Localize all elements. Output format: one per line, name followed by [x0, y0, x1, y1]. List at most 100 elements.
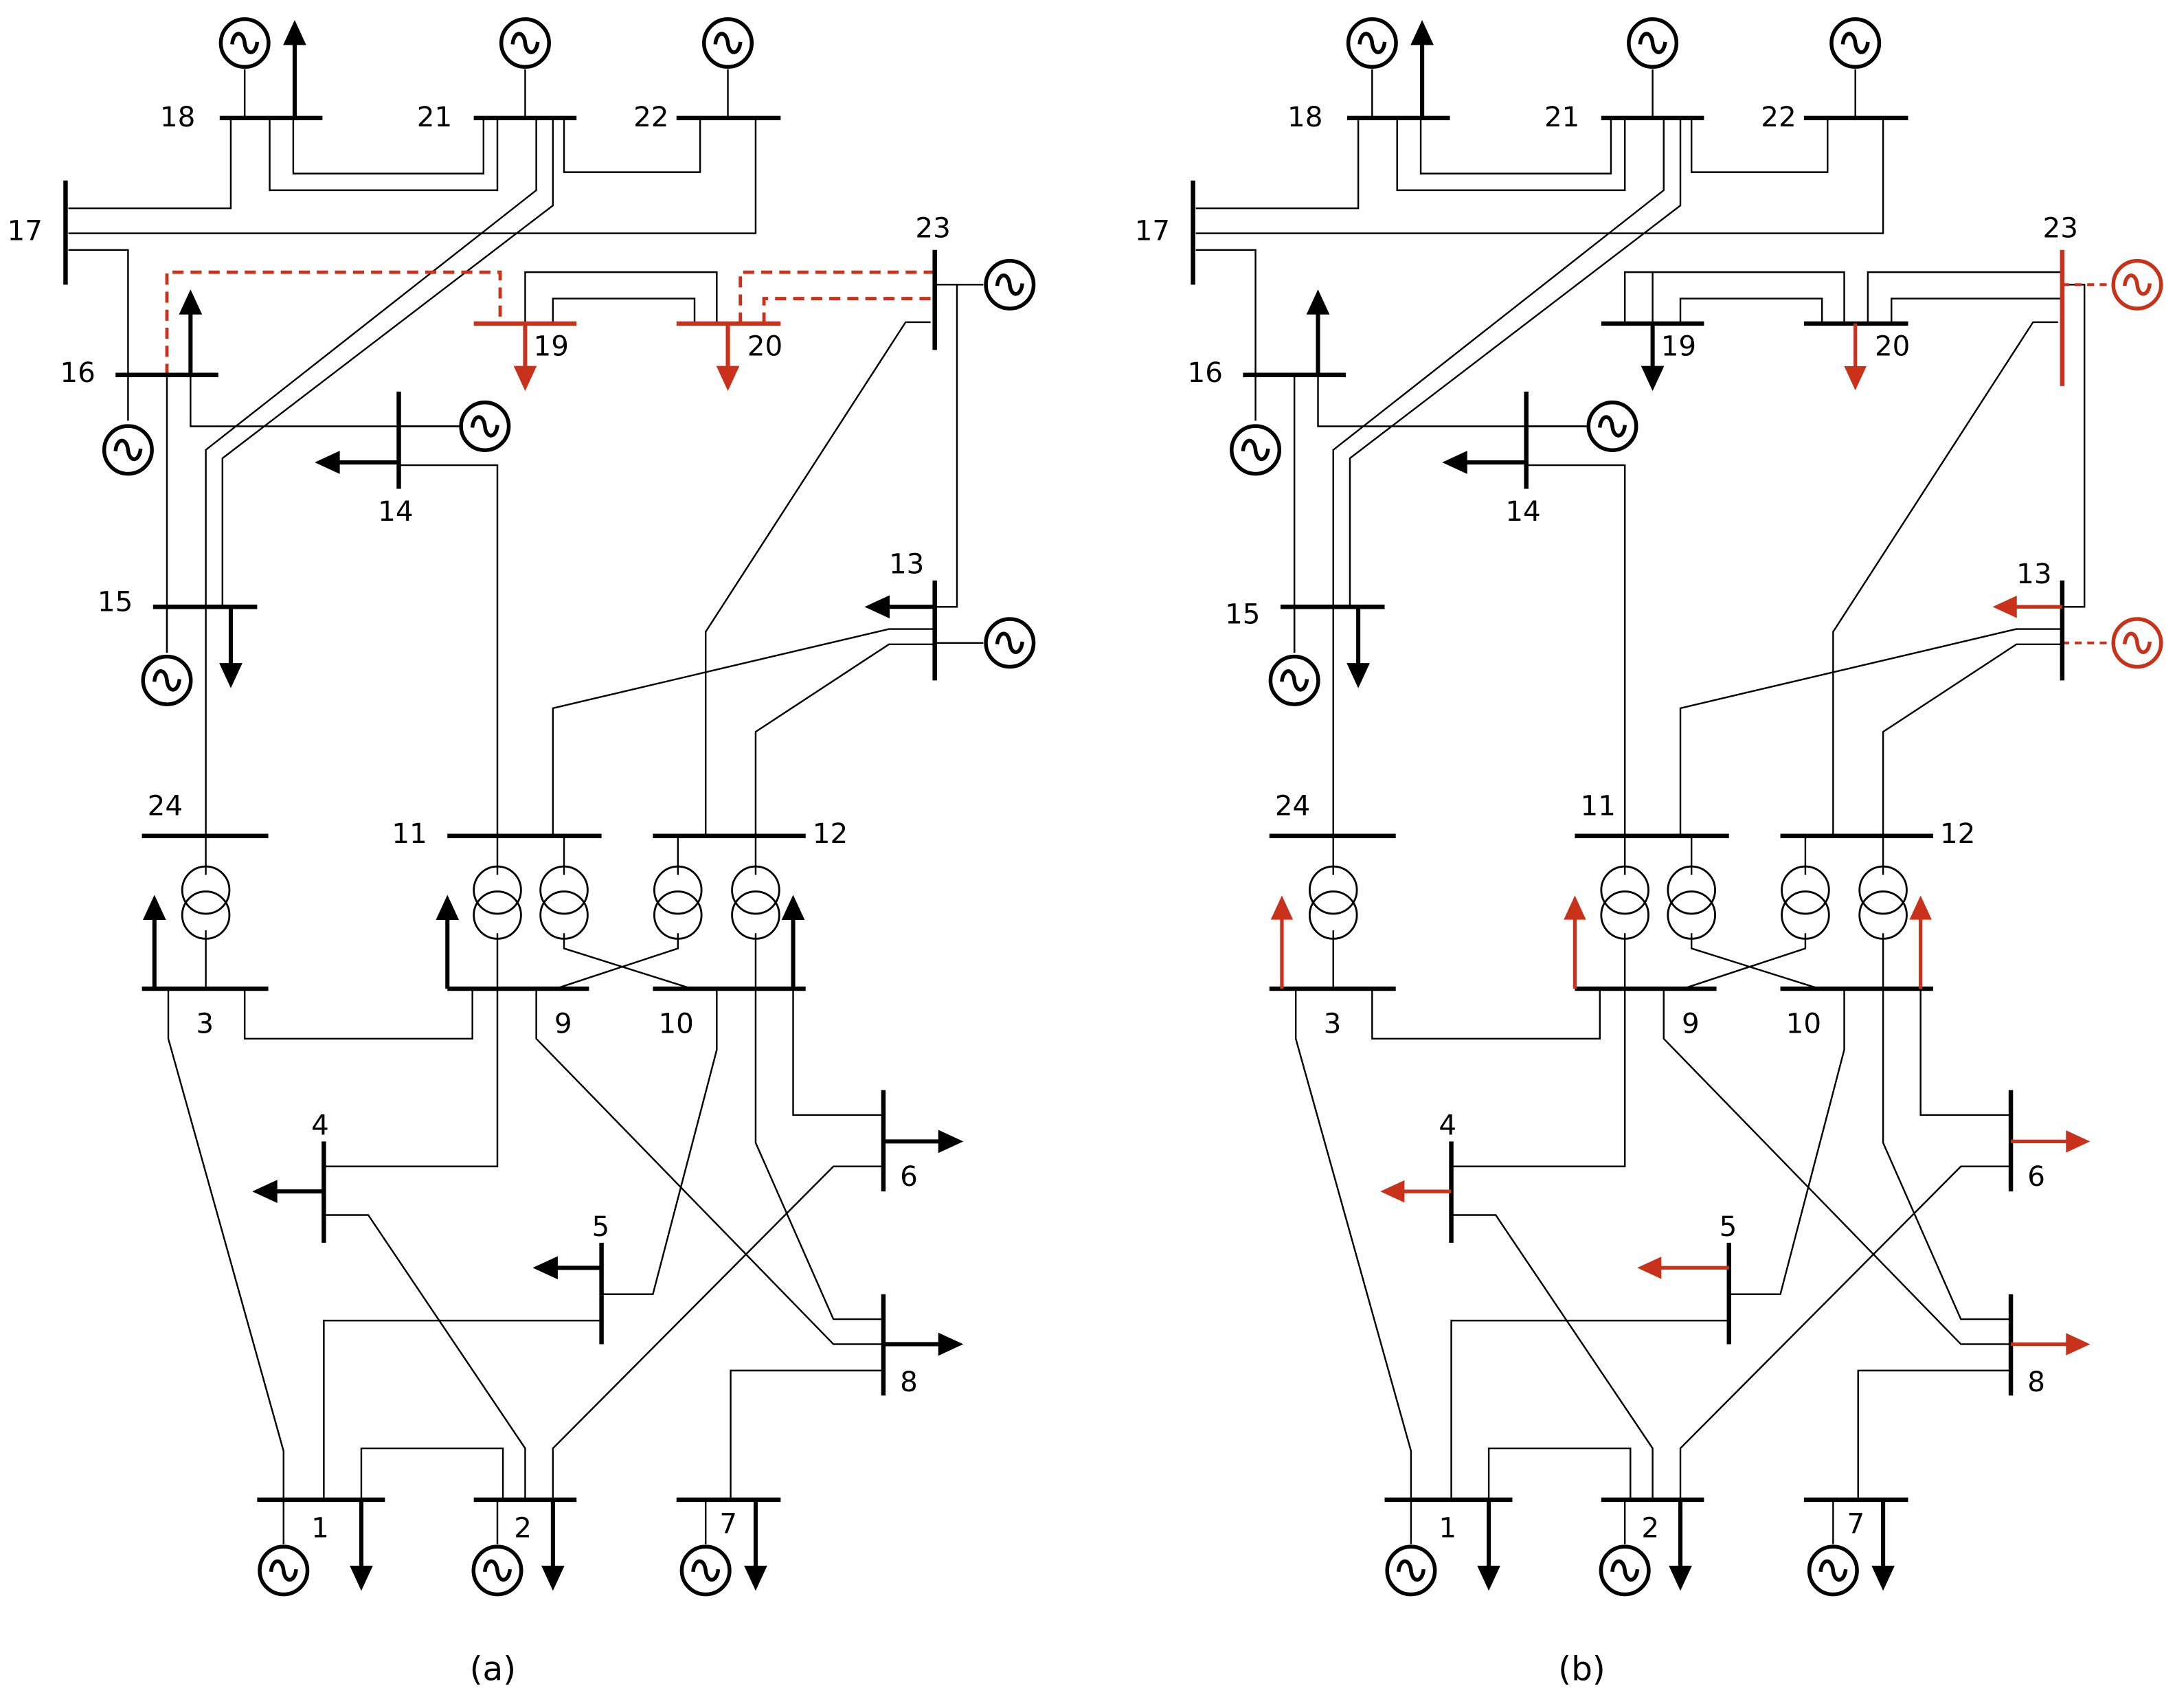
line-23-12 [704, 321, 931, 836]
highlighted-loads-b [1270, 323, 2091, 1356]
load-arrow-8 [2011, 1333, 2091, 1356]
line-22-17 [68, 117, 757, 234]
label-11: 11 [1581, 789, 1616, 822]
line-20-23-dashed-b [762, 297, 935, 324]
line-19-20a [1652, 271, 1845, 324]
transformer-11-9 [1600, 865, 1649, 940]
transformer-12-10 [1858, 865, 1908, 940]
line-18-21b [1419, 117, 1612, 175]
label-1: 1 [311, 1511, 329, 1544]
line-8-7 [1857, 1369, 2011, 1500]
load-arrow-20 [716, 323, 740, 392]
highlighted-lines-a [165, 270, 935, 375]
load-arrow-20 [1844, 323, 1867, 391]
load-arrow-2 [541, 1499, 565, 1591]
line-20-23-dashed-a [739, 270, 935, 324]
load-arrow-1 [350, 1499, 373, 1591]
line-network-b [1195, 69, 2086, 1544]
loads-b [1306, 20, 1895, 1591]
line-19-20b [552, 297, 696, 324]
line-9-8 [535, 989, 883, 1345]
label-18: 18 [1287, 100, 1322, 133]
generator-2 [473, 1547, 521, 1594]
label-4: 4 [311, 1108, 329, 1141]
line-3-9 [243, 989, 473, 1040]
generator-14 [461, 403, 508, 450]
panel-b: 18 21 22 17 23 16 19 20 14 13 15 24 11 1… [1135, 19, 2161, 1689]
line-18-21 [1396, 117, 1626, 192]
label-20: 20 [1875, 329, 1910, 362]
label-21: 21 [417, 100, 452, 133]
load-arrow-15 [219, 607, 243, 688]
load-arrow-14 [1442, 451, 1526, 474]
buses-b [1191, 115, 2065, 1503]
transformer-11-10 [539, 865, 589, 940]
caption-b: (b) [1558, 1650, 1605, 1689]
label-7: 7 [1847, 1507, 1865, 1540]
load-arrow-13 [1992, 596, 2062, 618]
transformer-arrow-3 [1270, 895, 1294, 989]
load-arrow-19 [1641, 323, 1665, 392]
buses-a [63, 115, 937, 1503]
line-9-4 [1451, 989, 1626, 1167]
label-11: 11 [392, 817, 427, 850]
label-6: 6 [2027, 1160, 2045, 1193]
generator-23 [2113, 261, 2161, 308]
label-2: 2 [514, 1511, 532, 1544]
label-2: 2 [1641, 1511, 1659, 1544]
line-21-15a [1332, 117, 1665, 833]
line-3-9 [1371, 989, 1601, 1040]
line-13-11 [552, 628, 935, 836]
generator-7 [681, 1547, 729, 1594]
label-9: 9 [554, 1007, 572, 1040]
line-10-8 [1882, 989, 2011, 1321]
label-15: 15 [98, 585, 133, 618]
load-arrow-14 [315, 451, 399, 474]
generators-b [1232, 19, 1880, 1595]
label-16: 16 [1188, 356, 1223, 389]
transformers-a [181, 865, 780, 940]
highlighted-loads-a [513, 323, 740, 392]
generator-21 [502, 19, 549, 67]
line-21-15b [1349, 117, 1682, 607]
label-8: 8 [900, 1365, 918, 1398]
transformer-12-9 [653, 865, 703, 940]
line-18-21b [292, 117, 485, 175]
load-arrow-4 [252, 1180, 324, 1204]
label-4: 4 [1439, 1108, 1456, 1141]
label-23: 23 [915, 212, 950, 245]
line-14-11 [1526, 464, 1626, 836]
label-12: 12 [813, 817, 848, 850]
line-10-5 [1728, 989, 1845, 1295]
load-arrow-5 [1637, 1257, 1729, 1279]
line-1-2 [360, 1447, 504, 1500]
line-6-2 [552, 1165, 883, 1500]
label-19: 19 [534, 329, 569, 362]
generator-13 [986, 619, 1033, 666]
load-arrow-16 [1306, 289, 1330, 375]
line-23-13 [934, 284, 958, 608]
label-5: 5 [591, 1210, 609, 1243]
line-10-5 [601, 989, 718, 1295]
label-12: 12 [1940, 817, 1975, 850]
label-13: 13 [889, 548, 924, 581]
label-3: 3 [196, 1007, 214, 1040]
label-24: 24 [1275, 789, 1310, 822]
line-23-13 [2062, 284, 2086, 608]
line-10-6 [792, 989, 883, 1116]
line-9-4 [324, 989, 499, 1167]
panel-a: 18 21 22 17 23 16 19 20 14 13 15 24 11 1… [8, 19, 1034, 1689]
highlighted-generators-b [2113, 261, 2161, 667]
load-arrow-1 [1477, 1499, 1500, 1591]
label-7: 7 [719, 1507, 737, 1540]
line-8-7 [730, 1369, 883, 1500]
line-10-8 [754, 989, 883, 1321]
line-trafo-9b [555, 933, 679, 990]
line-1-2 [1487, 1447, 1632, 1500]
load-arrow-7 [1871, 1499, 1895, 1591]
line-23-12 [1832, 321, 2058, 836]
line-20-23a [1867, 271, 2062, 324]
line-17-16 [68, 249, 129, 421]
transformer-11-10 [1667, 865, 1716, 940]
